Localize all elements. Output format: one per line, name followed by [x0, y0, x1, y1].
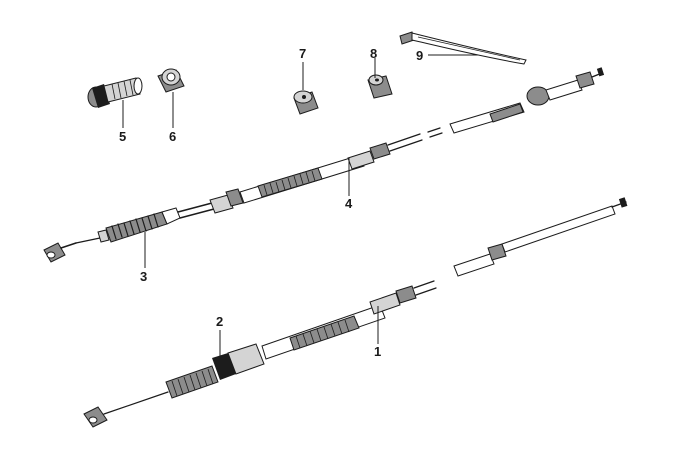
callout-3: 3 — [140, 269, 147, 284]
lock-nut-part-6 — [157, 68, 185, 93]
leader-lines — [122, 54, 478, 362]
callout-4: 4 — [345, 196, 353, 211]
cable-1-barrel-end — [83, 406, 108, 428]
cable-nipple-part-7 — [293, 90, 319, 115]
callout-1: 1 — [374, 344, 381, 359]
cable-tie-part-9 — [399, 31, 527, 65]
callout-9: 9 — [416, 48, 423, 63]
cable-4-ferrule — [209, 188, 244, 214]
callout-8: 8 — [370, 46, 377, 61]
adjuster-screw-part-5 — [87, 77, 143, 108]
callout-5: 5 — [119, 129, 126, 144]
cable-4-spring-adjuster — [97, 207, 181, 243]
barrel-nipple-part-8 — [367, 74, 393, 99]
cable-1-threaded-adjuster — [165, 343, 265, 399]
cable-4-outer-sheath — [239, 142, 391, 204]
callout-6: 6 — [169, 129, 176, 144]
cable-part-4 — [43, 67, 605, 263]
cable-4-eye-end — [43, 242, 77, 263]
cable-1-outer-sheath — [261, 285, 417, 360]
callout-7: 7 — [299, 46, 306, 61]
cable-part-1 — [83, 197, 628, 428]
callout-2: 2 — [216, 314, 223, 329]
cable-4-upper-end — [449, 67, 605, 134]
cable-1-upper-end — [453, 197, 628, 277]
